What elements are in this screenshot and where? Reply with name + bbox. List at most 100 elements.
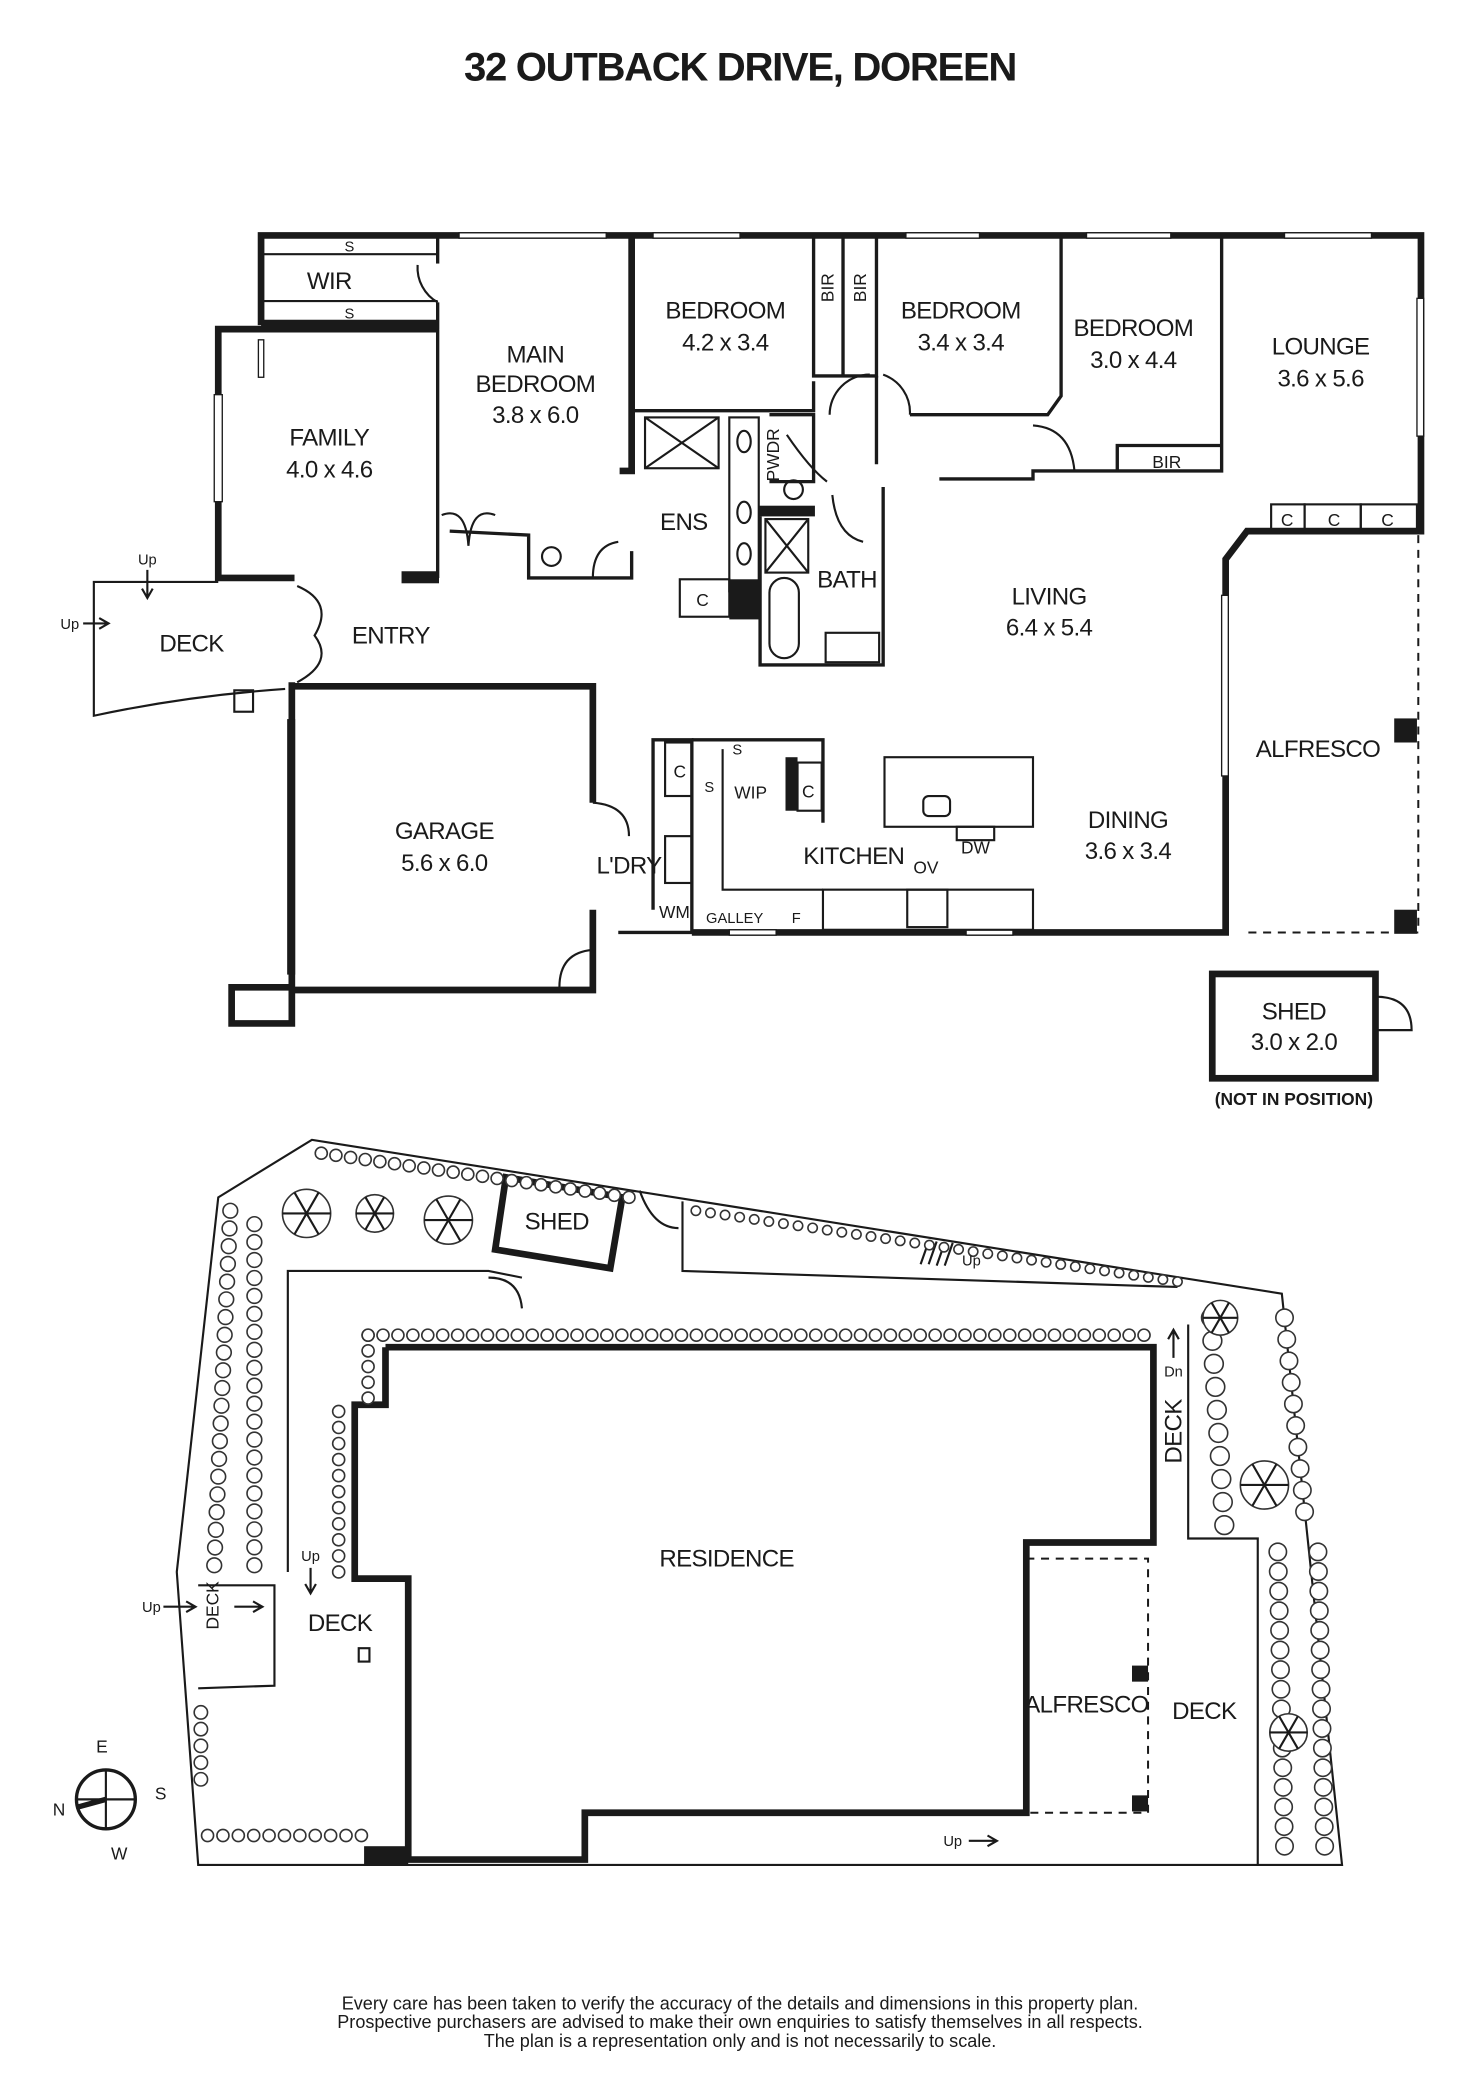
shrub-icon	[1295, 1502, 1315, 1522]
room-label: BEDROOM	[475, 371, 595, 398]
shrub-icon	[331, 1468, 346, 1483]
room-dims: 3.8 x 6.0	[492, 402, 579, 429]
shrub-icon	[361, 1391, 375, 1405]
window	[1283, 232, 1373, 239]
shrub-icon	[865, 1231, 877, 1243]
shrub-icon	[373, 1154, 387, 1169]
shrub-icon	[460, 1167, 475, 1182]
room-label: LIVING	[1012, 584, 1087, 611]
shrub-icon	[475, 1169, 490, 1184]
shrub-icon	[1128, 1269, 1140, 1281]
shrub-icon	[214, 1362, 232, 1379]
cupboard-label: C	[1281, 510, 1294, 530]
wall-segment	[758, 505, 815, 517]
path-outline	[681, 1201, 1178, 1289]
window	[1085, 232, 1172, 239]
shrub-icon	[1288, 1437, 1308, 1457]
shrub-icon	[792, 1220, 804, 1232]
shrub-icon	[1308, 1542, 1328, 1562]
cupboard	[664, 741, 693, 798]
alfresco-outline	[1244, 535, 1420, 934]
step-label: Up	[943, 1834, 962, 1850]
tree-branch	[1219, 1302, 1230, 1319]
deck-outline	[198, 1584, 276, 1690]
room-dims: 5.6 x 6.0	[401, 850, 488, 877]
arrow-down-icon	[141, 569, 154, 601]
shower-cross	[644, 416, 720, 470]
shrub-icon	[1283, 1394, 1303, 1414]
shrub-icon	[1055, 1258, 1067, 1270]
bir-label: BIR	[850, 273, 870, 302]
bathtub-icon	[768, 576, 800, 660]
shrub-icon	[1171, 1276, 1183, 1288]
site-label-deck: DECK	[1160, 1399, 1187, 1464]
shrub-icon	[361, 1359, 375, 1374]
shrub-icon	[1002, 1328, 1017, 1342]
shrub-icon	[450, 1328, 465, 1342]
shrub-icon	[548, 1180, 563, 1194]
shrub-icon	[1314, 1797, 1334, 1817]
shrub-icon	[193, 1738, 209, 1754]
step-label: Dn	[1164, 1365, 1183, 1381]
site-label-deck: DECK	[1172, 1698, 1237, 1725]
shrub-icon	[1275, 1836, 1295, 1856]
door-swing	[785, 434, 828, 483]
shrub-icon	[943, 1328, 957, 1342]
room-dims: 6.4 x 5.4	[1006, 614, 1093, 641]
shrub-icon	[293, 1828, 307, 1843]
shrub-icon	[913, 1328, 928, 1342]
shrub-icon	[1212, 1491, 1233, 1513]
shrub-icon	[909, 1237, 921, 1249]
room-label: BEDROOM	[901, 297, 1021, 324]
window	[905, 232, 981, 239]
shrub-icon	[690, 1205, 702, 1217]
shrub-icon	[674, 1328, 689, 1342]
shrub-icon	[622, 1190, 636, 1205]
meter-box	[357, 1647, 371, 1663]
window	[257, 339, 265, 378]
shrub-icon	[331, 1533, 346, 1547]
bir-label: BIR	[1152, 452, 1181, 472]
shrub-icon	[329, 1148, 343, 1163]
shrub-icon	[1122, 1328, 1136, 1342]
shrub-icon	[246, 1503, 263, 1520]
room-dims: 4.0 x 4.6	[286, 457, 373, 484]
gate-swing	[488, 1276, 524, 1309]
shelf-label: S	[344, 306, 354, 322]
shrub-icon	[480, 1328, 495, 1342]
shrub-icon	[836, 1226, 848, 1238]
shelf-label: S	[344, 240, 354, 256]
shrub-icon	[519, 1175, 534, 1190]
door-swing	[1375, 995, 1413, 1032]
shrub-icon	[973, 1328, 987, 1342]
shrub-icon	[246, 1449, 263, 1466]
shelf-label: S	[732, 743, 742, 759]
pwdr-wall	[769, 413, 816, 484]
shrub-icon	[1275, 1308, 1295, 1328]
shrub-icon	[1077, 1328, 1092, 1342]
shrub-icon	[343, 1150, 358, 1165]
shrub-icon	[212, 1415, 229, 1432]
bir-label: BIR	[818, 273, 838, 302]
shrub-icon	[193, 1771, 209, 1787]
shrub-icon	[246, 1521, 263, 1538]
shrub-icon	[200, 1828, 215, 1843]
shrub-icon	[246, 1359, 263, 1376]
path-outline	[286, 1269, 523, 1572]
arrow-right-icon	[234, 1600, 265, 1614]
shrub-icon	[1269, 1601, 1289, 1621]
cupboard	[796, 761, 823, 812]
shrub-icon	[361, 1328, 375, 1342]
wall-segment	[401, 571, 440, 584]
shrub-icon	[850, 1228, 862, 1240]
shrub-icon	[1113, 1267, 1125, 1279]
cupboard	[1359, 503, 1419, 533]
shrub-icon	[1211, 1468, 1232, 1490]
shrub-icon	[534, 1177, 548, 1192]
site-boundary	[175, 1138, 1344, 1867]
tree-branch	[364, 1212, 376, 1231]
garden-shrubs	[193, 1146, 1335, 1856]
entry-door-swing	[296, 584, 323, 684]
tree-branch	[1278, 1715, 1290, 1734]
shrub-icon	[614, 1328, 629, 1342]
